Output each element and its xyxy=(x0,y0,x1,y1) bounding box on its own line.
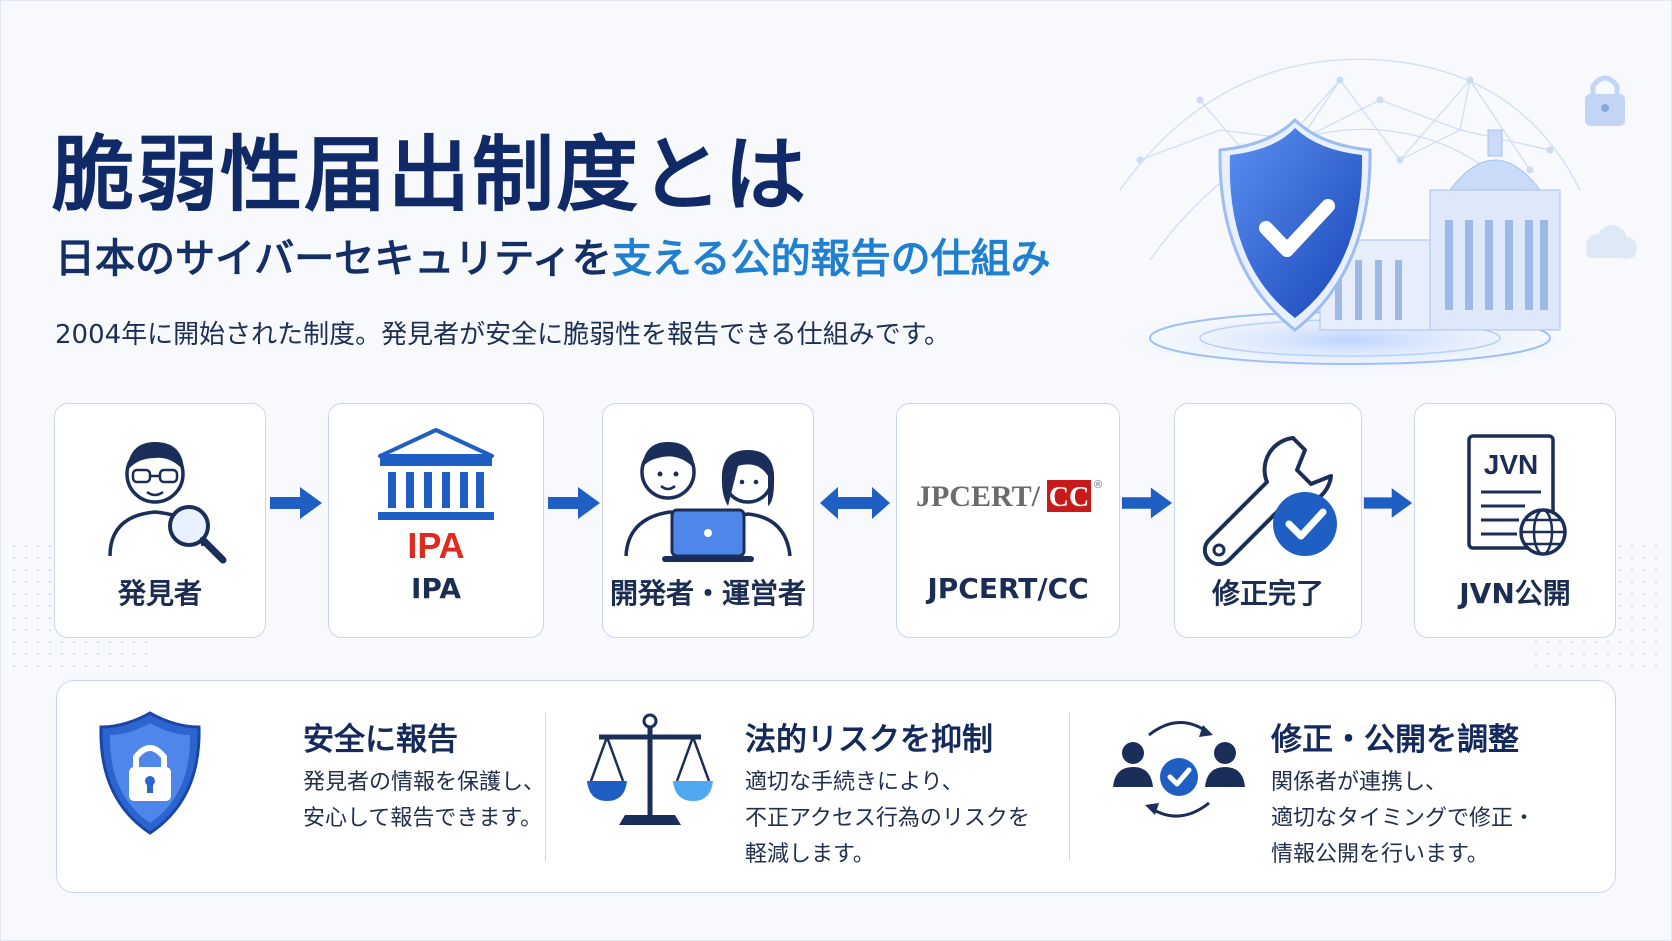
flow-card-discoverer: 発見者 xyxy=(54,403,266,638)
feature-desc: 発見者の情報を保護し、安心して報告できます。 xyxy=(303,770,546,831)
feature-legal-risk: 法的リスクを抑制 適切な手続きにより、不正アクセス行為のリスクを軽減します。 xyxy=(585,681,1055,891)
flow-step-label: 修正完了 xyxy=(1211,577,1324,610)
flow-card-ipa: IPA IPA xyxy=(328,403,544,638)
network-globe-graphic xyxy=(1119,58,1581,261)
flow-step-label: IPA xyxy=(410,572,462,605)
person-magnifier-icon xyxy=(55,426,265,566)
cloud-icon xyxy=(1586,225,1637,259)
flow-arrow-right xyxy=(548,487,600,519)
feature-title: 修正・公開を調整 xyxy=(1271,722,1519,758)
flow-step-label: 発見者 xyxy=(117,577,202,610)
flow-arrow-right xyxy=(1121,487,1173,519)
feature-title: 安全に報告 xyxy=(303,722,458,758)
page-title: 脆弱性届出制度とは xyxy=(52,128,809,223)
feature-divider xyxy=(1069,713,1070,861)
developers-laptop-icon xyxy=(603,426,813,566)
feature-divider xyxy=(545,713,546,861)
flow-card-jpcert: JPCERT/ CC ® JPCERT/CC xyxy=(896,403,1120,638)
government-building-icon: IPA xyxy=(329,426,543,566)
feature-desc: 関係者が連携し、適切なタイミングで修正・情報公開を行います。 xyxy=(1271,770,1536,867)
jvn-doc-text: JVN xyxy=(1484,449,1538,480)
government-building-graphic xyxy=(1319,129,1561,331)
scales-icon xyxy=(587,713,713,825)
ipa-logo: IPA xyxy=(407,525,464,566)
features-panel: 安全に報告 発見者の情報を保護し、安心して報告できます。 法的リスクを抑制 適切… xyxy=(56,680,1616,893)
small-lock-icon xyxy=(1585,75,1625,126)
feature-title: 法的リスクを抑制 xyxy=(745,722,993,758)
jvn-document-icon: JVN xyxy=(1415,426,1615,566)
flow-step-label: 開発者・運営者 xyxy=(609,577,806,610)
wrench-check-icon xyxy=(1175,426,1361,566)
flow-card-developer: 開発者・運営者 xyxy=(602,403,814,638)
flow-arrow-right xyxy=(270,487,322,519)
flow-card-fix-complete: 修正完了 xyxy=(1174,403,1362,638)
subtitle-highlight: 公的報告の仕組み xyxy=(730,236,1051,282)
flow-card-jvn: JVN JVN公開 xyxy=(1414,403,1616,638)
jpcert-logo-cc: CC xyxy=(1049,482,1089,513)
jpcert-logo-reg: ® xyxy=(1094,479,1102,491)
page-description: 2004年に開始された制度。発見者が安全に脆弱性を報告できる仕組みです。 xyxy=(55,320,951,350)
feature-coordination: 修正・公開を調整 関係者が連携し、適切なタイミングで修正・情報公開を行います。 xyxy=(1109,681,1579,891)
jpcert-logo: JPCERT/ CC ® xyxy=(897,426,1119,566)
subtitle-mid: 支える xyxy=(611,236,731,282)
hero-illustration xyxy=(1110,58,1637,376)
feature-safe-report: 安全に報告 発見者の情報を保護し、安心して報告できます。 xyxy=(95,681,565,891)
flow-arrow-bidirectional xyxy=(820,487,890,519)
flow-step-label: JPCERT/CC xyxy=(927,572,1089,605)
flow-arrow-right xyxy=(1363,488,1413,518)
feature-desc: 適切な手続きにより、不正アクセス行為のリスクを軽減します。 xyxy=(745,770,1030,867)
page-subtitle: 日本のサイバーセキュリティを支える公的報告の仕組み xyxy=(55,226,1051,284)
coordination-cycle-icon xyxy=(1113,721,1245,818)
jpcert-logo-main: JPCERT/ xyxy=(916,480,1041,513)
subtitle-lead: 日本のサイバーセキュリティを xyxy=(55,236,612,282)
flow-step-label: JVN公開 xyxy=(1459,577,1571,610)
shield-lock-icon xyxy=(99,711,201,835)
big-shield-check-icon xyxy=(1218,117,1372,332)
